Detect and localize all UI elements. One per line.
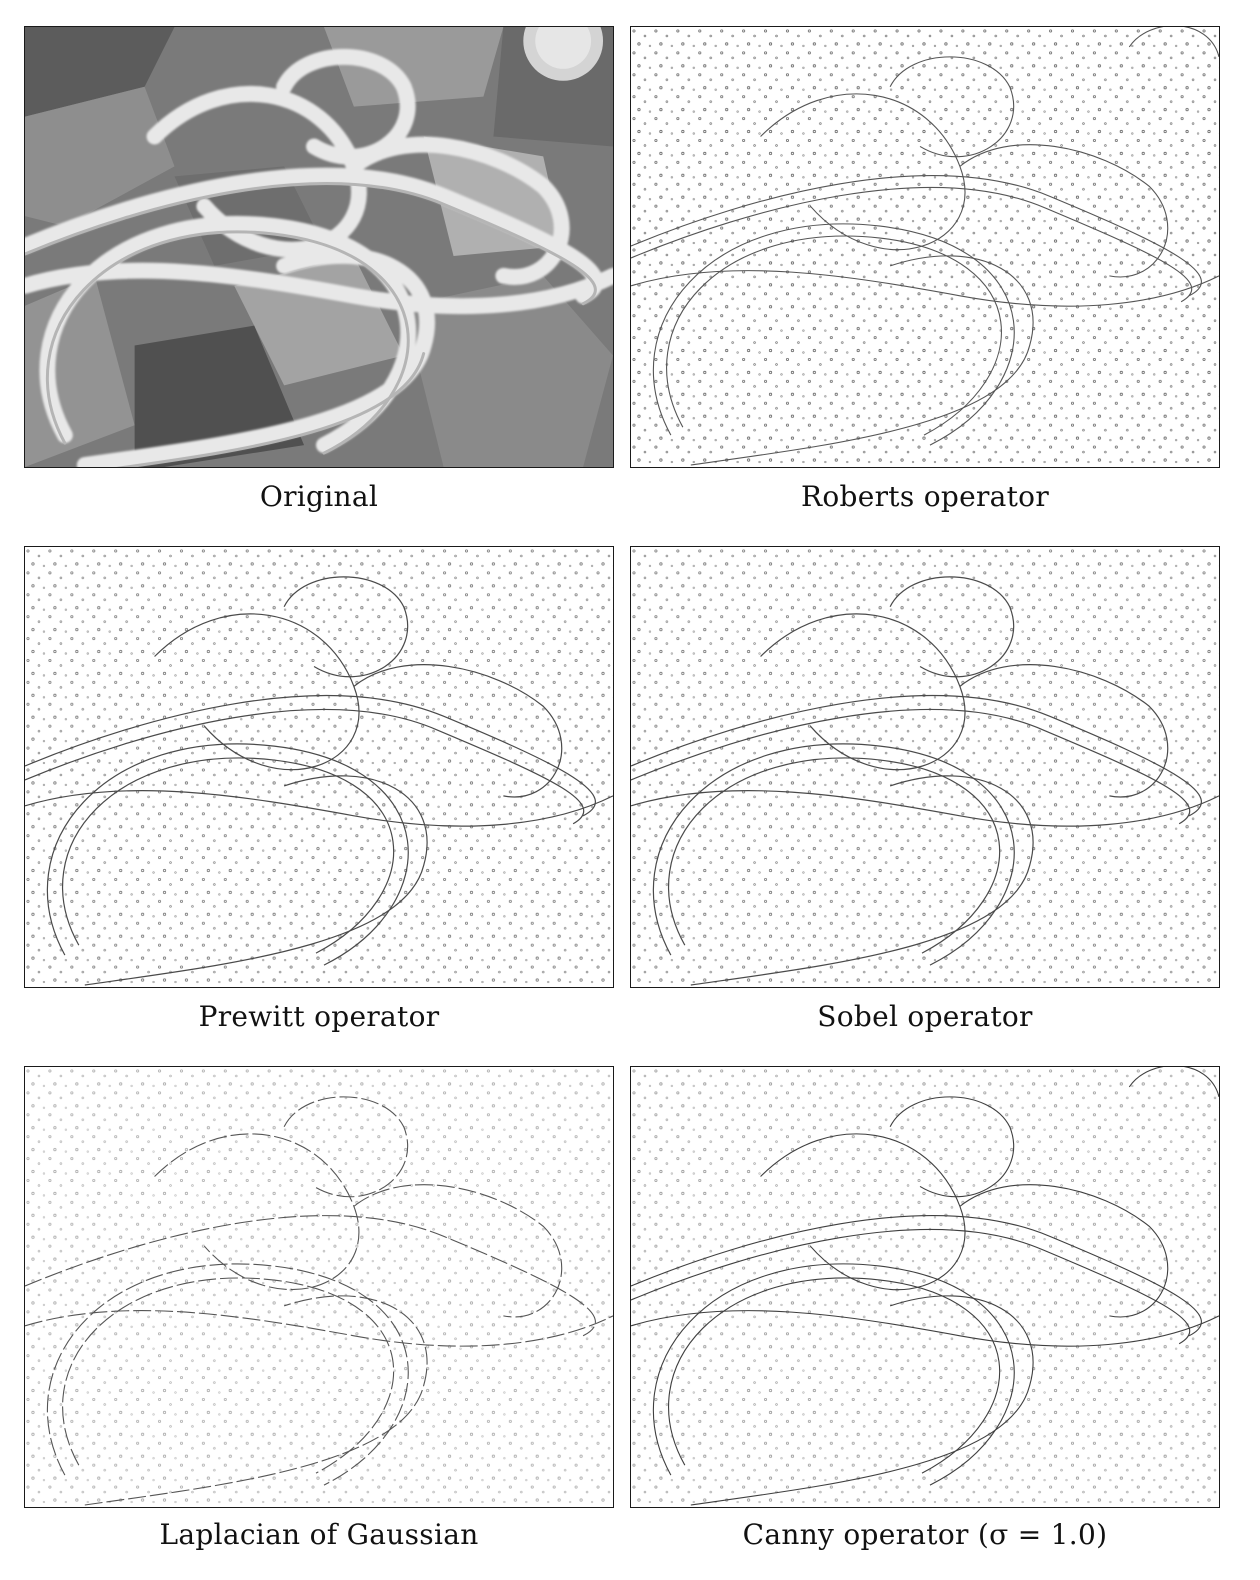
panel-laplacian-of-gaussian-edges: [24, 1066, 614, 1508]
prewitt-edge-map: [25, 547, 613, 987]
caption-original: Original: [259, 480, 379, 513]
caption-sobel-operator: Sobel operator: [817, 1000, 1033, 1033]
panel-original-image: [24, 26, 614, 468]
sobel-edge-map: [631, 547, 1219, 987]
canny-edge-map: [631, 1067, 1219, 1507]
caption-canny-operator: Canny operator (σ = 1.0): [742, 1518, 1108, 1551]
caption-prewitt-operator: Prewitt operator: [198, 1000, 440, 1033]
caption-roberts-operator: Roberts operator: [800, 480, 1050, 513]
log-edge-map: [25, 1067, 613, 1507]
roberts-edge-map: [631, 27, 1219, 467]
original-photo: [25, 27, 613, 467]
panel-prewitt-edges: [24, 546, 614, 988]
panel-sobel-edges: [630, 546, 1220, 988]
caption-laplacian-of-gaussian: Laplacian of Gaussian: [159, 1518, 479, 1551]
panel-roberts-edges: [630, 26, 1220, 468]
panel-canny-edges: [630, 1066, 1220, 1508]
